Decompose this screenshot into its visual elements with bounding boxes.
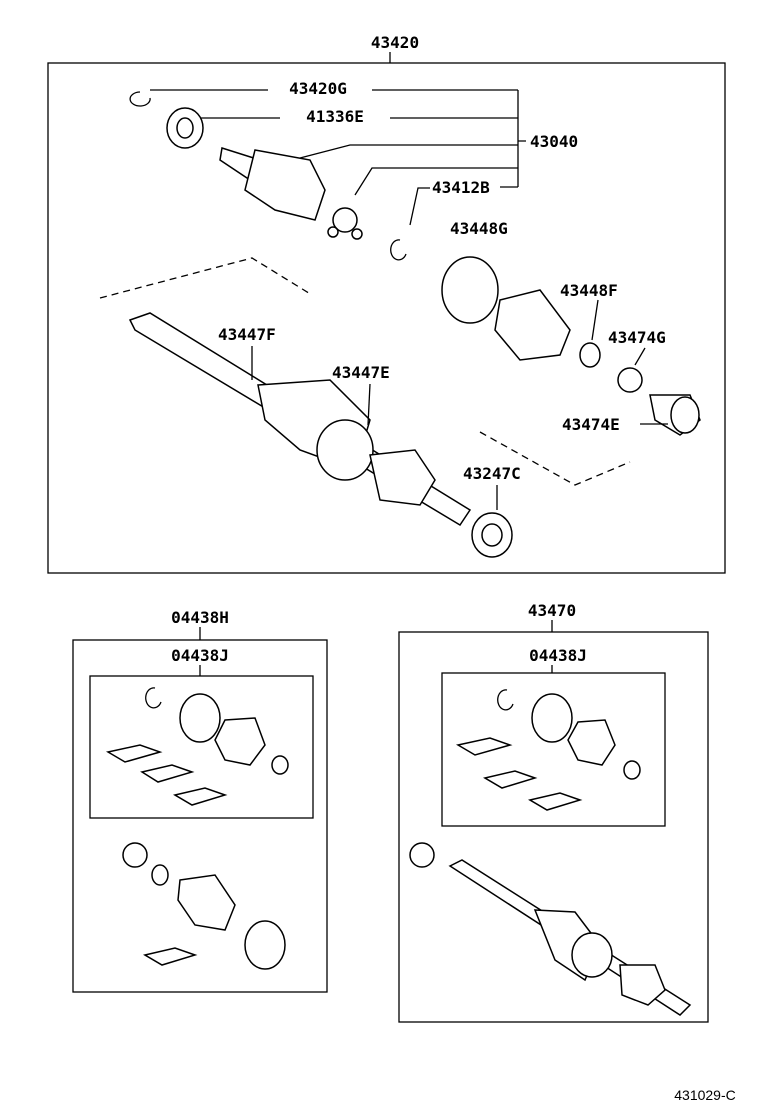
drive-shaft [128,312,472,527]
part-label-43412B[interactable]: 43412B [432,178,490,197]
part-label-04438J-left[interactable]: 04438J [171,646,229,665]
clamp-43474G [617,367,643,393]
kit-right-parts [409,689,692,1016]
part-label-43447F[interactable]: 43447F [218,325,276,344]
snap-ring-43420G [129,91,151,107]
dust-seal-43247C [471,512,513,558]
part-label-43420G[interactable]: 43420G [289,79,347,98]
part-label-43448G[interactable]: 43448G [450,219,508,238]
kit-box-04438J-right [441,672,666,827]
part-label-43447E[interactable]: 43447E [332,363,390,382]
inboard-joint-housing [219,147,326,221]
part-label-04438H[interactable]: 04438H [171,608,229,627]
part-label-43247C[interactable]: 43247C [463,464,521,483]
inboard-boot [494,289,571,361]
main-assembly-box [47,62,726,574]
part-label-43474E[interactable]: 43474E [562,415,620,434]
boot-clamp-43448G [441,256,499,324]
kit-box-04438J-left [89,675,314,819]
dust-seal-41336E [166,107,204,149]
part-label-43040[interactable]: 43040 [530,132,578,151]
part-label-43470[interactable]: 43470 [528,601,576,620]
damper-43474E [649,394,701,436]
part-label-04438J-right[interactable]: 04438J [529,646,587,665]
boot-clamp-43448F [579,342,601,368]
tripod-joint [327,207,363,240]
snap-ring-43412B [390,239,407,261]
part-label-43448F[interactable]: 43448F [560,281,618,300]
part-label-43474G[interactable]: 43474G [608,328,666,347]
part-label-41336E[interactable]: 41336E [306,107,364,126]
kit-box-04438H [72,639,328,993]
figure-id: 431029-C [674,1087,736,1103]
kit-left-parts [105,687,289,970]
kit-box-43470 [398,631,709,1023]
part-label-43420[interactable]: 43420 [371,33,419,52]
